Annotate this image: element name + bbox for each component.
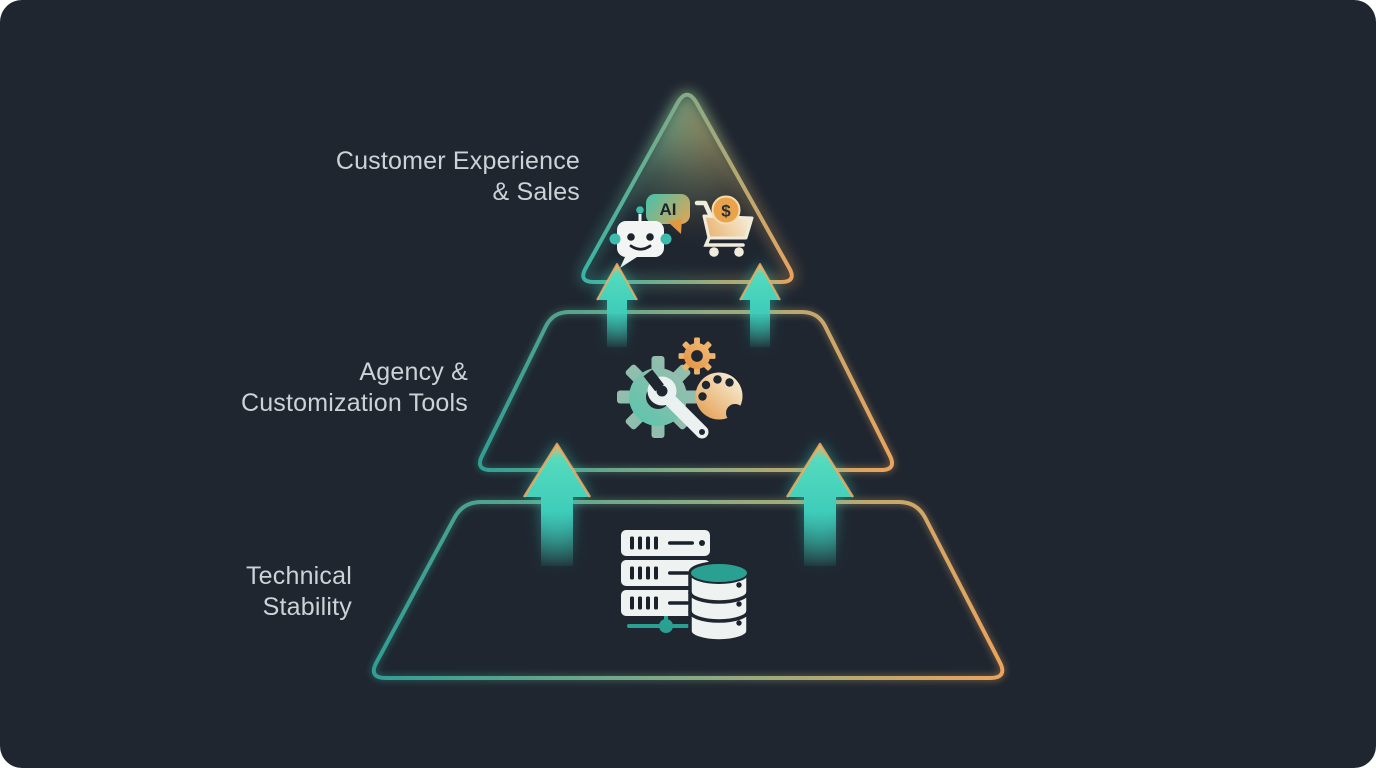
palette-icon [695,372,744,422]
label-line: Customization Tools [240,389,468,417]
up-arrow-lower-left [522,442,592,566]
ai-badge: AI [660,200,677,219]
network-node-icon [627,616,696,633]
wrench-icon [643,369,709,439]
label-line: Stability [262,593,352,621]
server-stack-icon [621,530,710,616]
up-arrow-upper-right [739,263,781,347]
tier-top-shape [579,90,796,286]
up-arrow-upper-left [596,263,638,347]
shopping-cart-icon: $ [694,195,754,257]
up-arrow-lower-right [785,442,855,566]
dollar-coin-icon [711,195,741,225]
speech-bubble-tail [668,219,682,234]
dollar-symbol: $ [721,202,731,221]
robot-ai-icon: AI [609,194,690,268]
tier-middle-shape [476,308,896,474]
label-line: Technical [245,562,352,590]
label-agency-customization-tools: Agency & Customization Tools [241,357,468,419]
label-line: Agency & [359,358,468,386]
label-line: & Sales [492,178,580,206]
label-customer-experience-sales: Customer Experience & Sales [336,146,580,208]
tier-bottom-shape [370,498,1006,682]
label-line: Customer Experience [335,147,580,175]
label-technical-stability: Technical Stability [246,561,352,623]
database-icon [688,561,750,643]
apex-glow-orange [583,94,792,282]
small-gear-icon [678,337,716,375]
